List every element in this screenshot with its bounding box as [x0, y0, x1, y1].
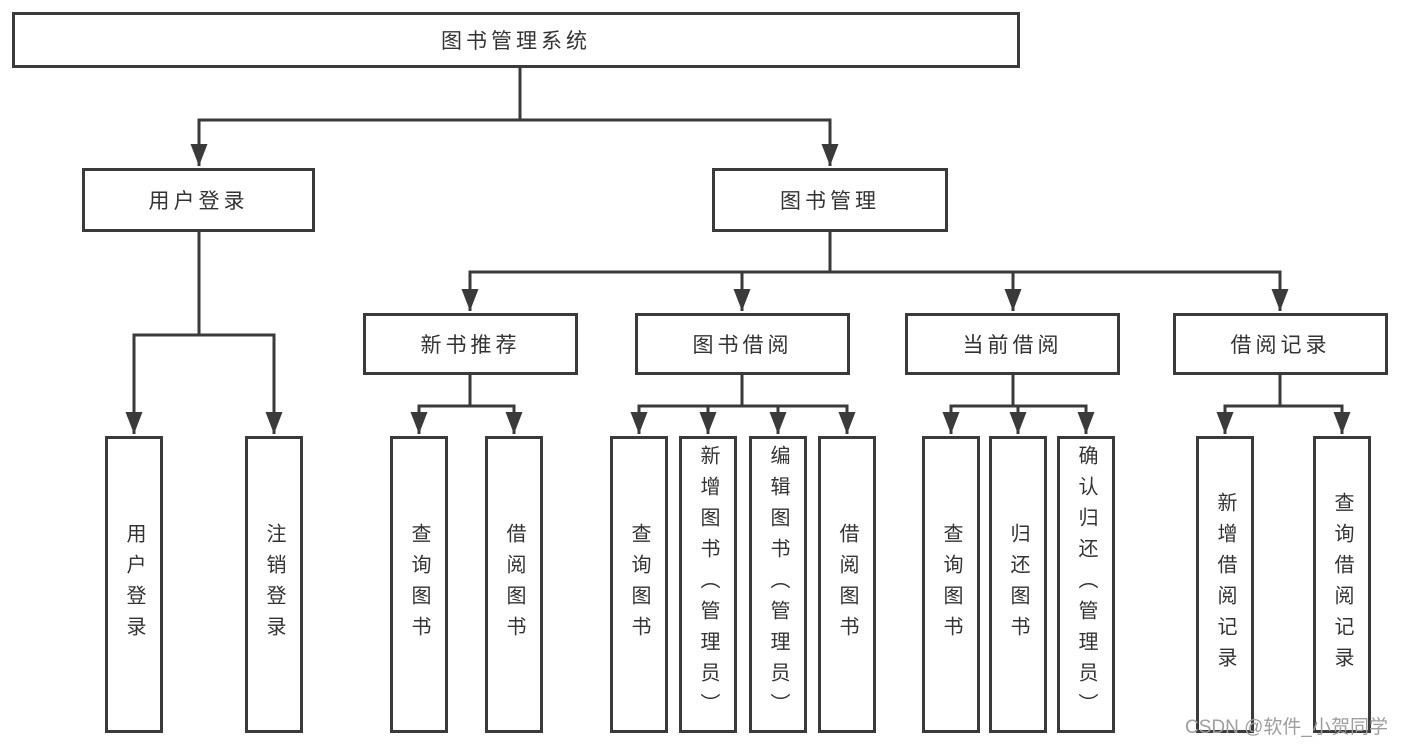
node-leaf-new-borrow-record-label: 新增借阅记录: [1214, 491, 1236, 678]
node-book-management-label: 图书管理: [780, 190, 880, 213]
node-root-label: 图书管理系统: [441, 30, 591, 53]
node-leaf-cur-confirm-return: 确认归还（管理员）: [1057, 436, 1115, 733]
node-leaf-cur-confirm-return-label: 确认归还（管理员）: [1075, 445, 1097, 724]
node-leaf-rec-borrow-book-label: 借阅图书: [503, 522, 525, 647]
node-root: 图书管理系统: [12, 12, 1020, 68]
node-book-management: 图书管理: [712, 168, 948, 232]
node-borrow-records: 借阅记录: [1173, 313, 1388, 375]
node-current-borrow-label: 当前借阅: [962, 334, 1063, 357]
node-leaf-user-login-label: 用户登录: [123, 522, 145, 647]
node-leaf-cur-query-book: 查询图书: [922, 436, 980, 733]
node-leaf-bor-edit-book-label: 编辑图书（管理员）: [767, 445, 789, 724]
node-user-login: 用户登录: [82, 168, 315, 232]
node-leaf-bor-query-book: 查询图书: [610, 436, 668, 733]
node-current-borrow: 当前借阅: [905, 313, 1120, 375]
node-book-borrow: 图书借阅: [635, 313, 850, 375]
node-new-book-recommend: 新书推荐: [363, 313, 578, 375]
node-leaf-bor-edit-book: 编辑图书（管理员）: [749, 436, 807, 733]
node-leaf-bor-borrow-book: 借阅图书: [818, 436, 876, 733]
node-leaf-cur-return-book: 归还图书: [989, 436, 1047, 733]
node-leaf-rec-query-book: 查询图书: [390, 436, 448, 733]
node-leaf-query-borrow-record: 查询借阅记录: [1313, 436, 1371, 733]
node-leaf-query-borrow-record-label: 查询借阅记录: [1331, 491, 1353, 678]
node-leaf-user-login: 用户登录: [105, 436, 163, 733]
csdn-watermark: CSDN @软件_小贺同学: [1185, 717, 1388, 738]
node-leaf-bor-query-book-label: 查询图书: [628, 522, 650, 647]
node-leaf-cur-query-book-label: 查询图书: [940, 522, 962, 647]
node-leaf-bor-add-book-label: 新增图书（管理员）: [697, 445, 719, 724]
node-leaf-new-borrow-record: 新增借阅记录: [1196, 436, 1254, 733]
node-borrow-records-label: 借阅记录: [1230, 334, 1331, 357]
node-user-login-label: 用户登录: [148, 190, 249, 213]
node-leaf-bor-add-book: 新增图书（管理员）: [679, 436, 737, 733]
node-leaf-bor-borrow-book-label: 借阅图书: [836, 522, 858, 647]
node-book-borrow-label: 图书借阅: [692, 334, 793, 357]
node-leaf-rec-query-book-label: 查询图书: [408, 522, 430, 647]
node-leaf-rec-borrow-book: 借阅图书: [485, 436, 543, 733]
node-leaf-logout-label: 注销登录: [263, 522, 285, 647]
node-leaf-cur-return-book-label: 归还图书: [1007, 522, 1029, 647]
node-leaf-logout: 注销登录: [245, 436, 303, 733]
node-new-book-recommend-label: 新书推荐: [420, 334, 521, 357]
